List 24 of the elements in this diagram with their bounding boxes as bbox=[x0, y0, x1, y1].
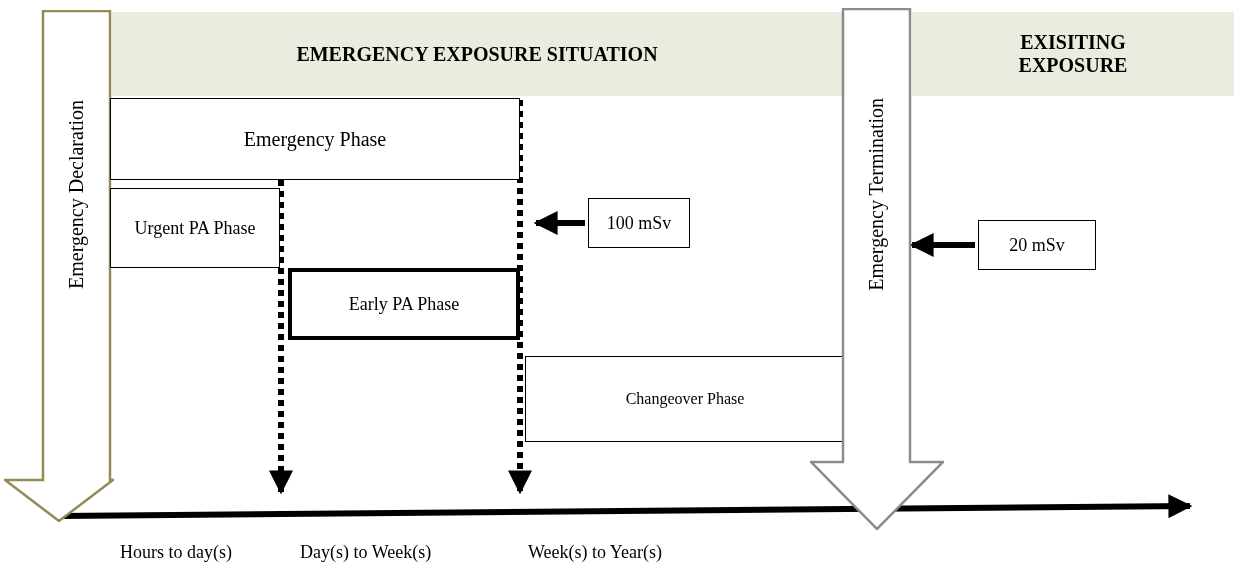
dose-value: 100 mSv bbox=[606, 212, 672, 234]
dose-box bbox=[588, 198, 690, 248]
phase-box bbox=[110, 98, 520, 180]
time-scale-label: Day(s) to Week(s) bbox=[300, 542, 432, 563]
header-band bbox=[912, 12, 1234, 96]
phase-box bbox=[110, 188, 280, 268]
dose-value: 20 mSv bbox=[1009, 234, 1065, 256]
phase-label: Early PA Phase bbox=[348, 293, 460, 315]
phase-box bbox=[288, 268, 520, 340]
time-scale-label: Hours to day(s) bbox=[120, 542, 232, 563]
dose-box bbox=[978, 220, 1096, 270]
arrow-label: Emergency Declaration bbox=[65, 100, 88, 289]
phase-label: Urgent PA Phase bbox=[134, 217, 256, 239]
arrow-label: Emergency Termination bbox=[865, 98, 888, 291]
phase-box bbox=[525, 356, 845, 442]
phase-label: Emergency Phase bbox=[243, 127, 387, 151]
time-scale-label: Week(s) to Year(s) bbox=[528, 542, 662, 563]
section-heading: EXISITING EXPOSURE bbox=[1017, 31, 1129, 77]
block-arrow bbox=[4, 10, 114, 522]
block-arrow bbox=[810, 8, 944, 530]
header-band bbox=[112, 12, 842, 96]
phase-label: Changeover Phase bbox=[625, 390, 745, 408]
section-heading: EMERGENCY EXPOSURE SITUATION bbox=[296, 42, 658, 66]
arrow bbox=[533, 211, 585, 235]
